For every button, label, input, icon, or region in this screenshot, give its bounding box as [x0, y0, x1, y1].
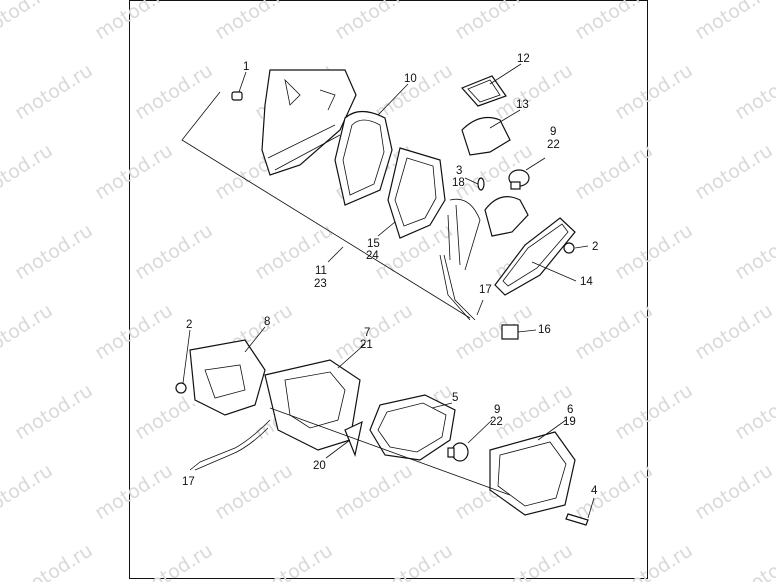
- watermark-text: motod.ru: [0, 299, 57, 364]
- callout-9: 9: [550, 126, 556, 138]
- callout-14: 14: [580, 276, 593, 288]
- part-3: [477, 177, 485, 191]
- callout-18: 18: [452, 177, 465, 189]
- watermark-text: motod.ru: [0, 0, 57, 44]
- part-lens-6: [489, 431, 576, 516]
- watermark-text: motod.ru: [371, 539, 457, 582]
- callout-7: 7: [364, 327, 370, 339]
- watermark-text: motod.ru: [11, 59, 97, 124]
- callout-13: 13: [516, 99, 529, 111]
- callout-24: 24: [366, 250, 379, 262]
- watermark-text: motod.ru: [451, 0, 537, 44]
- watermark-text: motod.ru: [11, 539, 97, 582]
- part-housing-7: [264, 359, 361, 451]
- callout-11: 11: [315, 265, 327, 277]
- watermark-text: motod.ru: [91, 139, 177, 204]
- watermark-text: motod.ru: [491, 379, 577, 444]
- watermark-text: motod.ru: [611, 379, 697, 444]
- callout-4: 4: [591, 485, 598, 497]
- callout-9-lower: 9: [494, 404, 500, 416]
- watermark-text: motod.ru: [331, 0, 417, 44]
- watermark-text: motod.ru: [91, 0, 177, 44]
- callout-15: 15: [367, 238, 380, 250]
- part-gasket-14: [494, 217, 576, 296]
- watermark-text: motod.ru: [0, 139, 57, 204]
- callout-10: 10: [404, 73, 417, 85]
- watermark-text: motod.ru: [11, 379, 97, 444]
- part-gasket-10: [334, 110, 393, 206]
- part-socket-wiring: [439, 196, 529, 321]
- part-lens-15: [387, 147, 446, 239]
- callout-12: 12: [517, 53, 530, 65]
- callout-5: 5: [452, 392, 458, 404]
- watermark-text: motod.ru: [691, 299, 776, 364]
- watermark-text: motod.ru: [131, 539, 217, 582]
- watermark-text: motod.ru: [571, 299, 657, 364]
- part-16: [501, 324, 519, 340]
- leader-lines: [182, 63, 595, 519]
- watermark-text: motod.ru: [611, 59, 697, 124]
- part-housing-bracket: [261, 69, 357, 176]
- callout-1: 1: [243, 61, 249, 73]
- part-bulb-9: [508, 169, 530, 190]
- callout-17-lower: 17: [182, 476, 195, 488]
- callout-22: 22: [547, 139, 560, 151]
- watermark-text: motod.ru: [691, 0, 776, 44]
- callout-3: 3: [456, 165, 462, 177]
- callout-21: 21: [360, 339, 373, 351]
- part-wire-17: [194, 419, 271, 471]
- watermark-text: motod.ru: [211, 459, 297, 524]
- part-13: [461, 117, 511, 156]
- watermark-text: motod.ru: [731, 379, 776, 444]
- callout-19: 19: [563, 416, 576, 428]
- watermark-text: motod.ru: [371, 59, 457, 124]
- watermark-text: motod.ru: [331, 459, 417, 524]
- watermark-text: motod.ru: [491, 59, 577, 124]
- callout-23: 23: [314, 278, 327, 290]
- watermark-text: motod.ru: [331, 299, 417, 364]
- callout-2-lower: 2: [186, 319, 192, 331]
- group-bracket-line: [181, 91, 471, 319]
- watermark-text: motod.ru: [731, 59, 776, 124]
- watermark-text: motod.ru: [571, 0, 657, 44]
- callout-2-upper: 2: [592, 241, 598, 253]
- watermark-text: motod.ru: [731, 539, 776, 582]
- callout-20: 20: [313, 460, 326, 472]
- watermark-text: motod.ru: [731, 219, 776, 284]
- watermark-text: motod.ru: [691, 139, 776, 204]
- callout-17-upper: 17: [479, 284, 492, 296]
- watermark-text: motod.ru: [211, 0, 297, 44]
- watermark-text: motod.ru: [131, 219, 217, 284]
- callout-16: 16: [538, 324, 551, 336]
- callout-6: 6: [567, 404, 573, 416]
- watermark-text: motod.ru: [91, 459, 177, 524]
- part-nut-2-lower: [175, 382, 187, 394]
- watermark-text: motod.ru: [251, 539, 337, 582]
- watermark-text: motod.ru: [131, 59, 217, 124]
- watermark-text: motod.ru: [611, 219, 697, 284]
- watermark-text: motod.ru: [571, 139, 657, 204]
- callout-labels: 1 10 12 13 9 22 3 18 2 15 24 11 23 14 17…: [182, 53, 598, 497]
- part-screw-1: [231, 91, 243, 101]
- part-nut-2-upper: [563, 242, 575, 254]
- part-bulb-9-lower: [447, 442, 469, 462]
- callout-8: 8: [264, 316, 270, 328]
- watermark-text: motod.ru: [611, 539, 697, 582]
- watermark-text: motod.ru: [691, 459, 776, 524]
- part-gasket-5: [369, 394, 456, 461]
- lower-guide-line: [269, 407, 511, 496]
- part-12: [460, 75, 507, 107]
- part-plate-8: [189, 339, 266, 416]
- watermark-text: motod.ru: [491, 539, 577, 582]
- watermark-text: motod.ru: [571, 459, 657, 524]
- watermark-text: motod.ru: [91, 299, 177, 364]
- watermark-text: motod.ru: [0, 459, 57, 524]
- part-screw-4: [565, 513, 589, 526]
- watermark-text: motod.ru: [11, 219, 97, 284]
- callout-22-lower: 22: [490, 416, 503, 428]
